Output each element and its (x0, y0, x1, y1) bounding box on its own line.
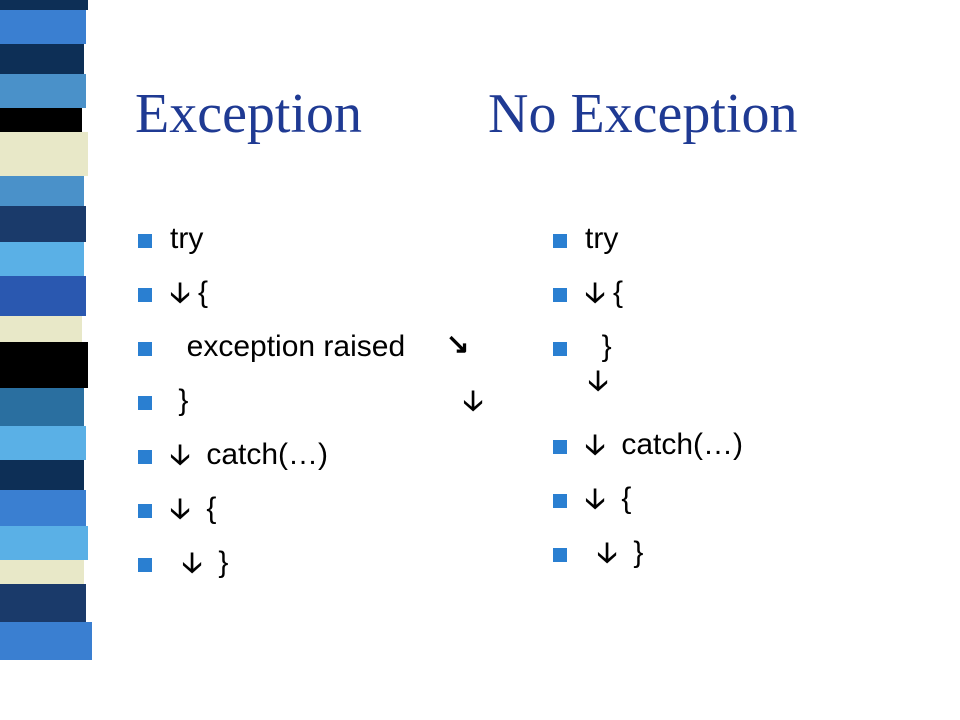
stripe-segment (0, 526, 88, 560)
stripe-segment (0, 74, 86, 108)
stripe-segment (0, 388, 84, 426)
stripe-segment (0, 132, 88, 176)
stripe-segment (0, 490, 86, 526)
left-line-6: { (198, 492, 217, 525)
left-line-3: exception raised (170, 330, 406, 363)
left-line-4: } (170, 384, 189, 417)
stripe-segment (0, 560, 84, 584)
bullet-icon (553, 342, 567, 356)
stripe-segment (0, 584, 86, 622)
down-arrow-icon: 🡣 (588, 365, 609, 396)
bullet-icon (553, 494, 567, 508)
down-arrow-icon: 🡣 (170, 439, 191, 470)
decorative-stripe-bar (0, 0, 100, 720)
bullet-icon (553, 288, 567, 302)
bullet-icon (553, 440, 567, 454)
stripe-segment (0, 342, 88, 388)
down-arrow-icon: 🡣 (182, 547, 203, 578)
left-line-1: try (170, 222, 204, 255)
right-line-7: } (625, 536, 644, 569)
right-line-1: try (585, 222, 619, 255)
title-no-exception: No Exception (488, 83, 798, 145)
stripe-segment (0, 276, 86, 316)
stripe-segment (0, 10, 86, 44)
stripe-segment (0, 460, 84, 490)
bullet-icon (138, 342, 152, 356)
stripe-segment (0, 44, 84, 74)
down-arrow-icon: 🡣 (585, 429, 606, 460)
stripe-segment (0, 108, 82, 132)
stripe-segment (0, 0, 88, 10)
bullet-icon (138, 234, 152, 248)
bullet-icon (138, 450, 152, 464)
bullet-icon (138, 396, 152, 410)
bullet-icon (553, 234, 567, 248)
right-line-6: { (613, 482, 632, 515)
stripe-segment (0, 316, 82, 342)
left-line-7: } (210, 546, 229, 579)
down-arrow-icon: 🡣 (597, 537, 618, 568)
stripe-segment (0, 176, 84, 206)
bullet-icon (138, 558, 152, 572)
down-arrow-icon: 🡣 (585, 277, 606, 308)
stripe-segment (0, 622, 92, 660)
down-arrow-icon: 🡣 (170, 493, 191, 524)
bullet-icon (138, 504, 152, 518)
down-arrow-icon: 🡣 (585, 483, 606, 514)
bullet-icon (553, 548, 567, 562)
right-line-2: { (613, 276, 624, 309)
stripe-segment (0, 242, 84, 276)
down-arrow-icon: 🡣 (170, 277, 191, 308)
left-line-2: { (198, 276, 209, 309)
right-line-3: } (585, 330, 612, 363)
bullet-icon (138, 288, 152, 302)
title-exception: Exception (135, 83, 363, 145)
right-line-5: catch(…) (613, 428, 744, 461)
stripe-segment (0, 206, 86, 242)
left-line-5: catch(…) (198, 438, 329, 471)
down-right-arrow-icon: ↘ (446, 328, 470, 359)
stripe-segment (0, 426, 86, 460)
down-arrow-icon: 🡣 (463, 385, 484, 416)
